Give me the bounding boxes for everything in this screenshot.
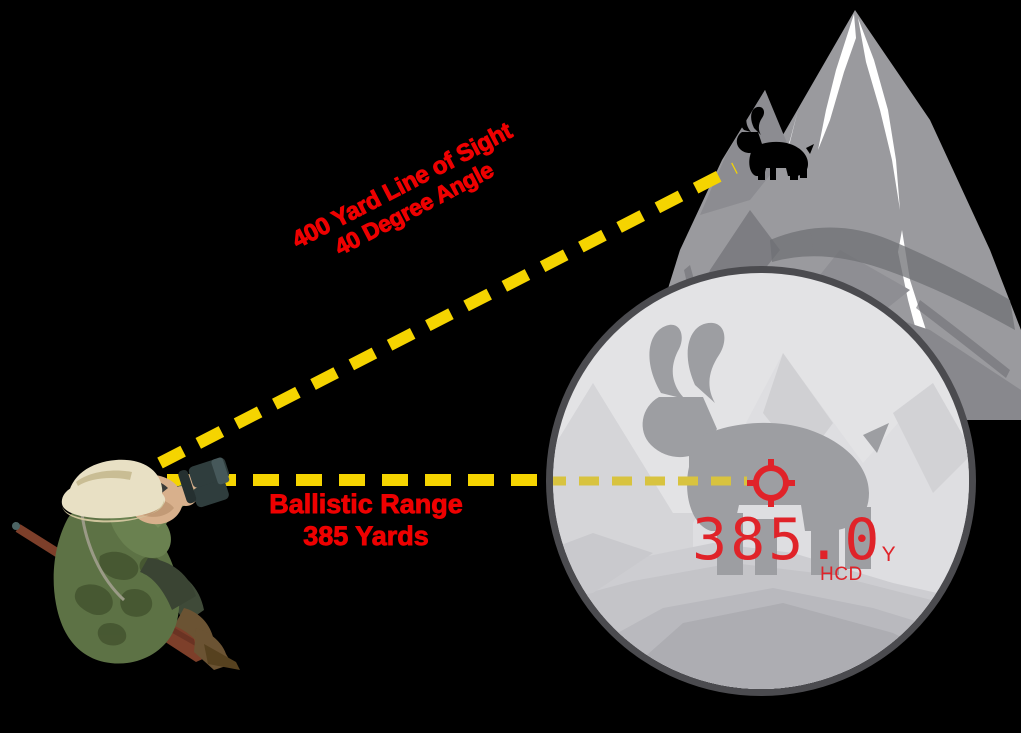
- ballistic-range-label-line1: Ballistic Range: [269, 489, 463, 520]
- ballistic-range-label: Ballistic Range 385 Yards: [196, 489, 536, 553]
- lcd-distance-value: 385.0: [692, 507, 883, 573]
- line-of-sight-dashes: [157, 162, 738, 469]
- lcd-unit-label: Y: [881, 543, 896, 566]
- circular-crosshair-reticle: [747, 459, 795, 507]
- lcd-mode-label: HCD: [820, 564, 863, 585]
- rangefinder-device: [178, 457, 230, 508]
- ballistic-range-label-line2: 385 Yards: [303, 520, 430, 551]
- rangefinder-scope-view: [546, 266, 976, 696]
- ibex-silhouette-icon: [736, 105, 814, 180]
- rangefinder-lcd-readout: 385.0Y HCD: [692, 507, 896, 586]
- hunter-figure: [12, 457, 240, 670]
